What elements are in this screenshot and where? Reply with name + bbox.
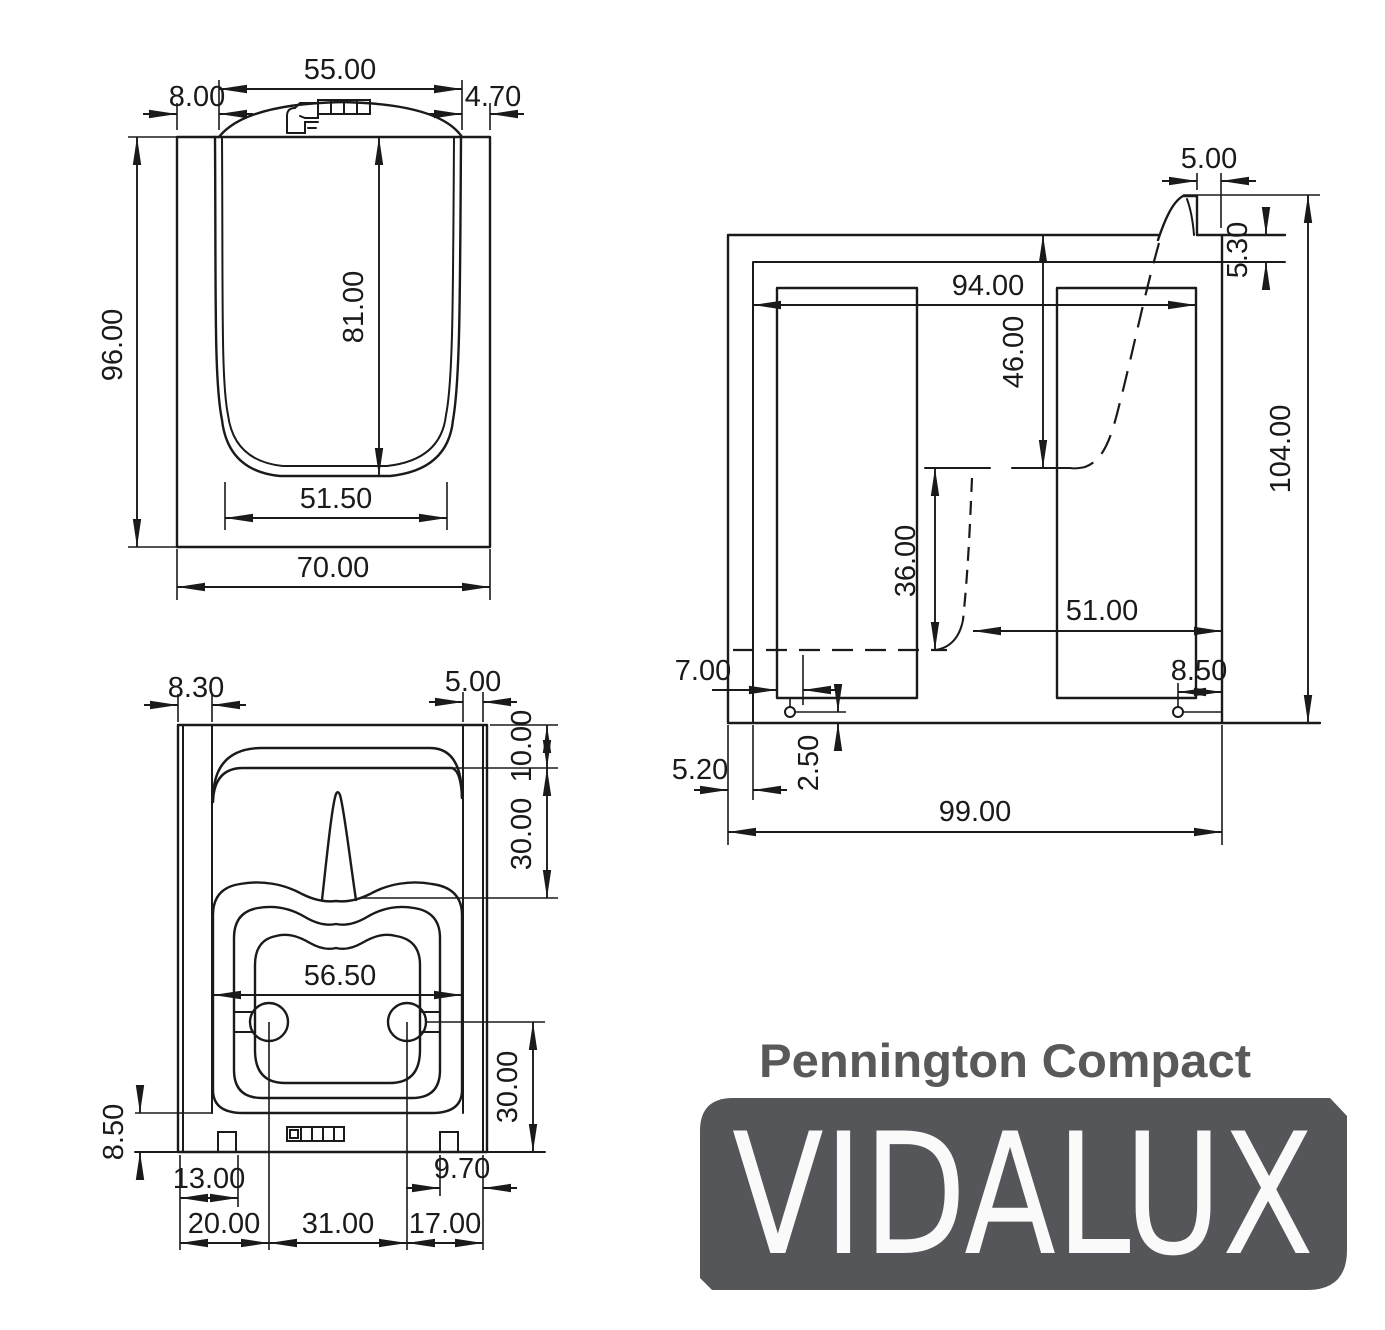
panel-right (1055, 286, 1198, 700)
dim-label: 8.50 (98, 1104, 130, 1160)
vidalux-logo-plate (700, 1098, 1347, 1290)
dim-label: 2.50 (793, 735, 825, 791)
dim-label: 20.00 (188, 1208, 261, 1240)
faucet-fixture-icon (286, 99, 371, 134)
dim-label: 30.00 (492, 1051, 524, 1124)
model-title: Pennington Compact (759, 1034, 1251, 1087)
dim-label: 56.50 (304, 960, 377, 992)
dim-label: 17.00 (409, 1208, 482, 1240)
dim-label: 5.30 (1222, 222, 1254, 278)
front-view-dimensions: 8.30 5.00 10.00 30.00 56.50 30.00 8.50 (98, 666, 558, 1250)
dim-label: 55.00 (304, 54, 377, 86)
dim-label: 99.00 (939, 796, 1012, 828)
dim-label: 10.00 (506, 710, 538, 783)
control-panel-icon (286, 1126, 345, 1142)
dim-label: 7.00 (675, 655, 731, 687)
backrest-spike (320, 791, 358, 902)
dim-label: 51.00 (1066, 595, 1139, 627)
foot-left (217, 1131, 237, 1153)
side-view: 5.00 5.30 94.00 46.00 36.00 51.00 7.00 8… (672, 143, 1322, 845)
dim-label: 96.00 (97, 309, 129, 382)
dim-label: 104.00 (1265, 405, 1297, 494)
dim-label: 5.00 (1181, 143, 1237, 175)
top-view-dimensions: 55.00 8.00 4.70 96.00 81.00 51.50 (97, 54, 524, 600)
dim-label: 9.70 (434, 1153, 490, 1185)
dim-label: 81.00 (338, 271, 370, 344)
top-view: 55.00 8.00 4.70 96.00 81.00 51.50 (97, 54, 524, 600)
dim-label: 70.00 (297, 552, 370, 584)
front-view: 8.30 5.00 10.00 30.00 56.50 30.00 8.50 (98, 666, 558, 1250)
dim-label: 30.00 (506, 798, 538, 871)
foot-right (439, 1131, 459, 1153)
headrest-fin (1156, 194, 1199, 242)
side-view-dimensions: 5.00 5.30 94.00 46.00 36.00 51.00 7.00 8… (672, 143, 1320, 845)
tub-front-outline (134, 723, 546, 1154)
vidalux-logo-text: VIDALUX (732, 1097, 1314, 1293)
dim-label: 13.00 (173, 1163, 246, 1195)
bolt-right (1172, 706, 1184, 718)
branding: Pennington Compact VIDALUX (700, 1034, 1347, 1293)
dim-label: 5.00 (445, 666, 501, 698)
tub-plan-outline (175, 99, 492, 549)
dim-label: 4.70 (465, 81, 521, 113)
bolt-left (784, 706, 796, 718)
dim-label: 31.00 (302, 1208, 375, 1240)
dim-label: 94.00 (952, 270, 1025, 302)
dim-label: 46.00 (998, 316, 1030, 389)
dim-label: 8.00 (169, 81, 225, 113)
dim-label: 8.30 (168, 672, 224, 704)
panel-left (775, 286, 919, 700)
door-hidden-line (1084, 242, 1161, 469)
seat-hidden-line (961, 477, 974, 621)
dim-label: 5.20 (672, 754, 728, 786)
dim-label: 51.50 (300, 483, 373, 515)
dim-label: 36.00 (890, 525, 922, 598)
dim-label: 8.50 (1171, 655, 1227, 687)
